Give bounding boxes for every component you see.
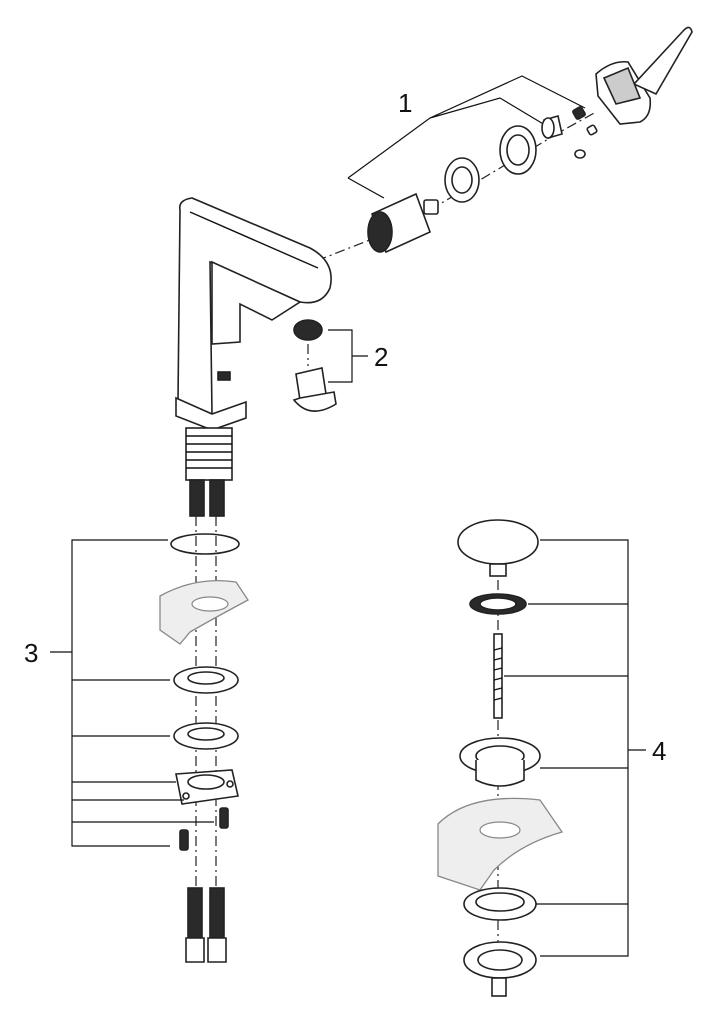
- basin-section: [437, 797, 564, 891]
- callout-1-group: 1: [347, 75, 586, 199]
- waste-body: [463, 941, 537, 997]
- o-ring-seal: [170, 533, 240, 555]
- retaining-ring: [444, 157, 480, 203]
- waste-gasket: [463, 887, 537, 921]
- callout-3-group: 3: [24, 539, 214, 847]
- cartridge: [367, 192, 439, 254]
- callout-2-label: 2: [374, 342, 388, 372]
- waste-flange: [459, 737, 541, 787]
- rubber-washer: [173, 666, 239, 694]
- waste-rod: [493, 633, 503, 719]
- handle-screw: [572, 106, 598, 159]
- callout-3-label: 3: [24, 638, 38, 668]
- callout-1-bracket: [347, 75, 586, 199]
- waste-seal: [469, 593, 527, 615]
- callout-4-label: 4: [652, 736, 666, 766]
- metal-washer: [173, 722, 239, 750]
- callout-3-bracket: [50, 539, 214, 847]
- callout-1-label: 1: [398, 88, 412, 118]
- callout-2-group: 2: [328, 329, 388, 383]
- callout-4-bracket: [504, 539, 646, 957]
- callout-4-group: 4: [504, 539, 666, 957]
- threaded-ring: [499, 125, 537, 175]
- countertop-section: [159, 579, 249, 645]
- tap-body: [175, 197, 332, 517]
- supply-hoses-bottom: [185, 887, 227, 963]
- handle-lever: [595, 26, 693, 125]
- aerator-parts: [292, 319, 337, 412]
- mounting-plate: [175, 769, 239, 805]
- waste-cap: [457, 519, 539, 577]
- callout-2-bracket: [328, 329, 368, 383]
- fixing-screws: [179, 807, 229, 851]
- adapter-nut: [541, 114, 563, 140]
